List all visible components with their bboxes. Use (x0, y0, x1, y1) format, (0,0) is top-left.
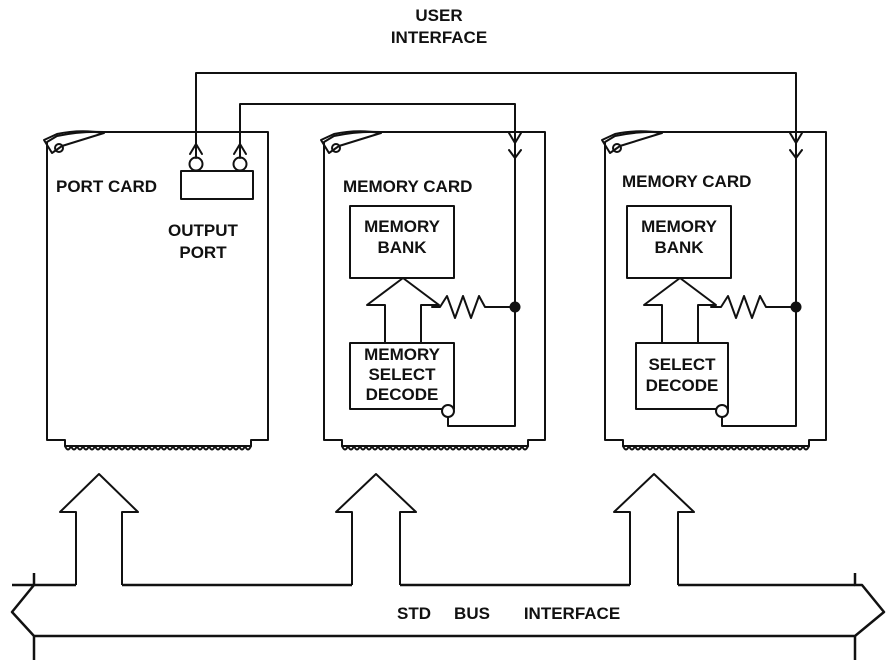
svg-text:SELECT: SELECT (648, 355, 716, 374)
svg-text:USER: USER (415, 6, 462, 25)
junction-dot-2 (790, 301, 802, 313)
select-decode-2 (635, 342, 729, 410)
memory-card-1: MEMORY CARD MEMORY BANK MEMORY SELECT DE… (320, 130, 546, 451)
decode-to-bank-arrow-2 (643, 277, 717, 343)
memory-bank-1-label: MEMORY (364, 217, 441, 236)
memory-bank-1-label-line2: BANK (377, 238, 427, 257)
port-card-title: PORT CARD (56, 177, 157, 196)
decode-to-bank-arrow-1 (366, 277, 440, 343)
memory-card-2-title: MEMORY CARD (622, 172, 751, 191)
svg-text:STD: STD (397, 604, 431, 623)
svg-text:MEMORY: MEMORY (364, 345, 441, 364)
svg-text:SELECT: SELECT (368, 365, 436, 384)
svg-text:DECODE: DECODE (366, 385, 439, 404)
user-interface-wires (195, 72, 803, 149)
output-port-box (180, 170, 254, 200)
port-card: PORT CARD OUTPUT PORT (43, 130, 269, 451)
memory-select-decode-1 (349, 342, 455, 410)
memory-card-2: MEMORY CARD MEMORY BANK SELECT DECODE (601, 130, 827, 451)
memory-bank-2-label: MEMORY (641, 217, 718, 236)
bus-arrow-port-card (59, 473, 139, 585)
bus-label: STD BUS INTERFACE (397, 604, 620, 623)
bus-arrow-memory-card-2 (613, 473, 695, 585)
memory-card-1-title: MEMORY CARD (343, 177, 472, 196)
inverter-bubble-1 (441, 404, 455, 418)
svg-text:INTERFACE: INTERFACE (524, 604, 620, 623)
bus-arrow-memory-card-1 (335, 473, 417, 585)
svg-text:BUS: BUS (454, 604, 490, 623)
inverter-bubble-2 (715, 404, 729, 418)
output-port-label: OUTPUT (168, 221, 239, 240)
std-bus (10, 573, 886, 660)
memory-bank-2-label-line2: BANK (654, 238, 704, 257)
junction-dot-1 (509, 301, 521, 313)
user-interface-label: USER INTERFACE (391, 6, 487, 47)
output-port-label-line2: PORT (179, 243, 227, 262)
svg-text:INTERFACE: INTERFACE (391, 28, 487, 47)
svg-text:DECODE: DECODE (646, 376, 719, 395)
